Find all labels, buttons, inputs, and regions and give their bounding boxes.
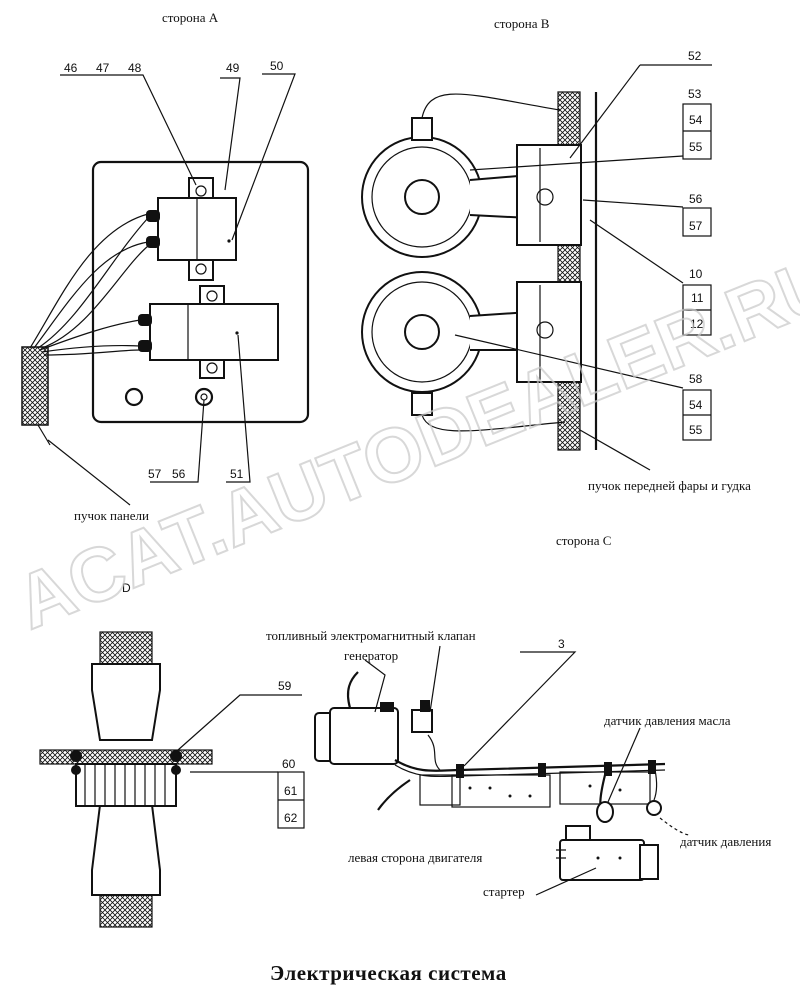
headlight-horn-harness-label: пучок передней фары и гудка [588,478,751,493]
grommet-cable-bottom [99,894,153,928]
callout-61: 61 [284,784,298,798]
callout-48: 48 [128,61,142,75]
callout-3: 3 [558,637,565,651]
callout-50: 50 [270,59,284,73]
engine-block [419,771,651,808]
grommet-cable-top [99,631,153,665]
callout-56-b: 56 [689,192,703,206]
callout-52: 52 [688,49,702,63]
callout-11: 11 [691,291,704,305]
side-b-label: сторона В [494,16,550,31]
callout-47: 47 [96,61,110,75]
starter [556,825,659,881]
callout-58: 58 [689,372,703,386]
bolt-57 [124,387,144,407]
callout-55-a: 55 [689,140,703,154]
grommet-ribs [75,763,177,807]
panel-plate [91,160,310,424]
callout-54-b: 54 [689,398,703,412]
page-title: Электрическая система [270,961,507,985]
callout-12: 12 [690,317,704,331]
fuel-solenoid-valve [411,700,441,771]
callout-60: 60 [282,757,296,771]
generator-label: генератор [344,648,398,663]
callout-49: 49 [226,61,240,75]
callout-59: 59 [278,679,292,693]
fuel-valve-label: топливный электромагнитный клапан [266,628,476,643]
relay-lower [138,285,279,379]
horn-upper [361,93,582,258]
oil-pressure-sensor [596,774,614,823]
panel-harness-label: пучок панели [74,508,149,523]
oil-pressure-sensor-label: датчик давления масла [604,713,731,728]
side-a-view: сторона А [21,10,310,523]
grommet-lower [91,804,161,896]
view-d-label: D [122,581,131,595]
callout-table-b-upper [454,64,712,471]
relay-upper [146,177,237,281]
generator [314,671,399,765]
starter-label: стартер [483,884,525,899]
panel-wall [39,749,213,765]
side-b-view: сторона В [361,16,751,493]
callout-55-b: 55 [689,423,703,437]
engine-left-side-label: левая сторона двигателя [348,850,482,865]
panel-harness-bundle [21,346,49,426]
grommet-upper [91,663,161,741]
callout-54-a: 54 [689,113,703,127]
callout-56-a: 56 [172,467,186,481]
callout-51: 51 [230,467,244,481]
callout-46: 46 [64,61,78,75]
side-a-label: сторона А [162,10,219,25]
callout-62: 62 [284,811,298,825]
pressure-sensor [646,769,662,816]
callout-10: 10 [689,267,703,281]
callout-57-a: 57 [148,467,162,481]
side-c-view: сторона С [266,533,771,899]
side-c-label: сторона С [556,533,611,548]
pressure-sensor-label: датчик давления [680,834,771,849]
horn-lower [361,271,582,432]
callout-57-b: 57 [689,219,703,233]
view-d: D 59 60 61 62 [39,581,305,928]
callout-53: 53 [688,87,702,101]
